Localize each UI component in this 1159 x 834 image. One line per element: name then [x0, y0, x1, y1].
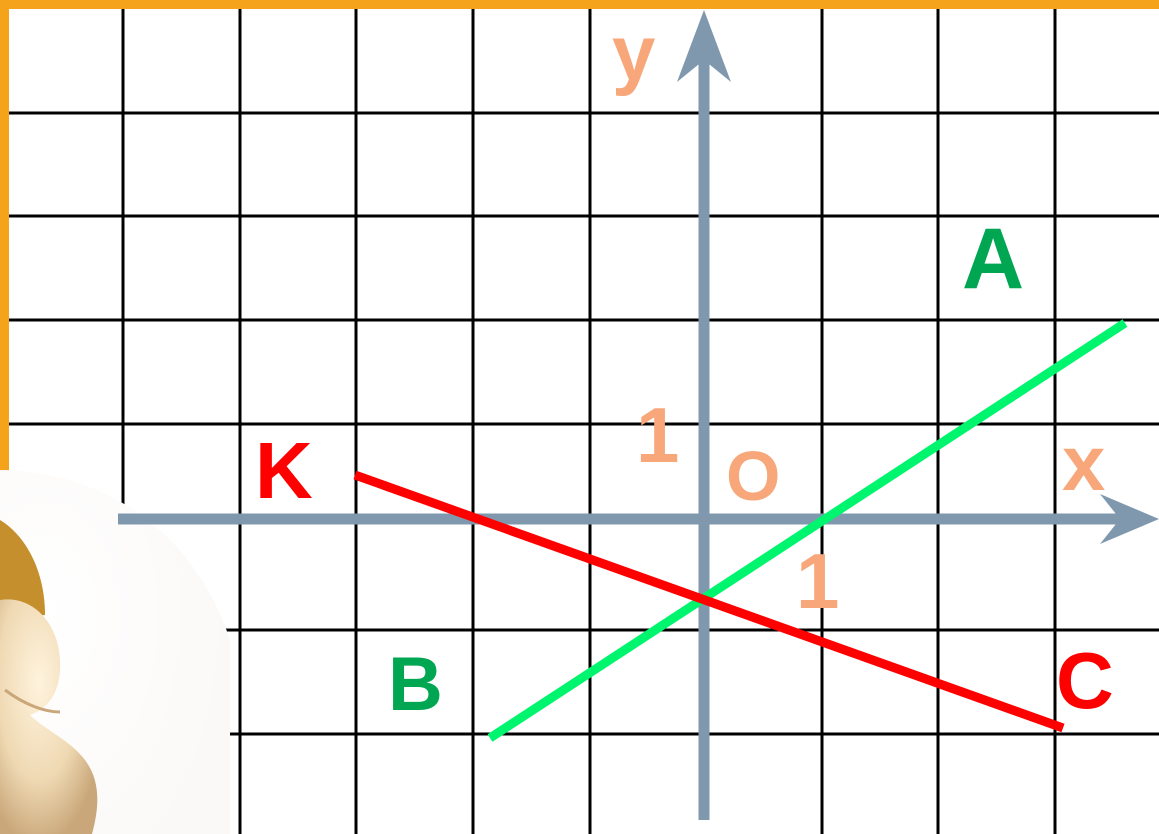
point-label-C: C [1056, 636, 1114, 725]
x-unit-label: 1 [796, 537, 839, 625]
coordinate-axes [118, 10, 1159, 820]
y-axis-label: y [612, 9, 655, 97]
y-axis-arrowhead [677, 10, 731, 82]
line-AB [487, 319, 1128, 742]
thinking-person-icon [0, 470, 230, 834]
x-axis-label: x [1062, 419, 1105, 507]
point-label-A: A [962, 211, 1024, 307]
origin-label: O [726, 437, 780, 515]
point-label-K: K [255, 426, 313, 515]
line-KC [353, 470, 1065, 733]
x-axis-arrowhead [1100, 494, 1159, 544]
y-unit-label: 1 [636, 391, 679, 479]
point-label-B: B [388, 642, 443, 727]
